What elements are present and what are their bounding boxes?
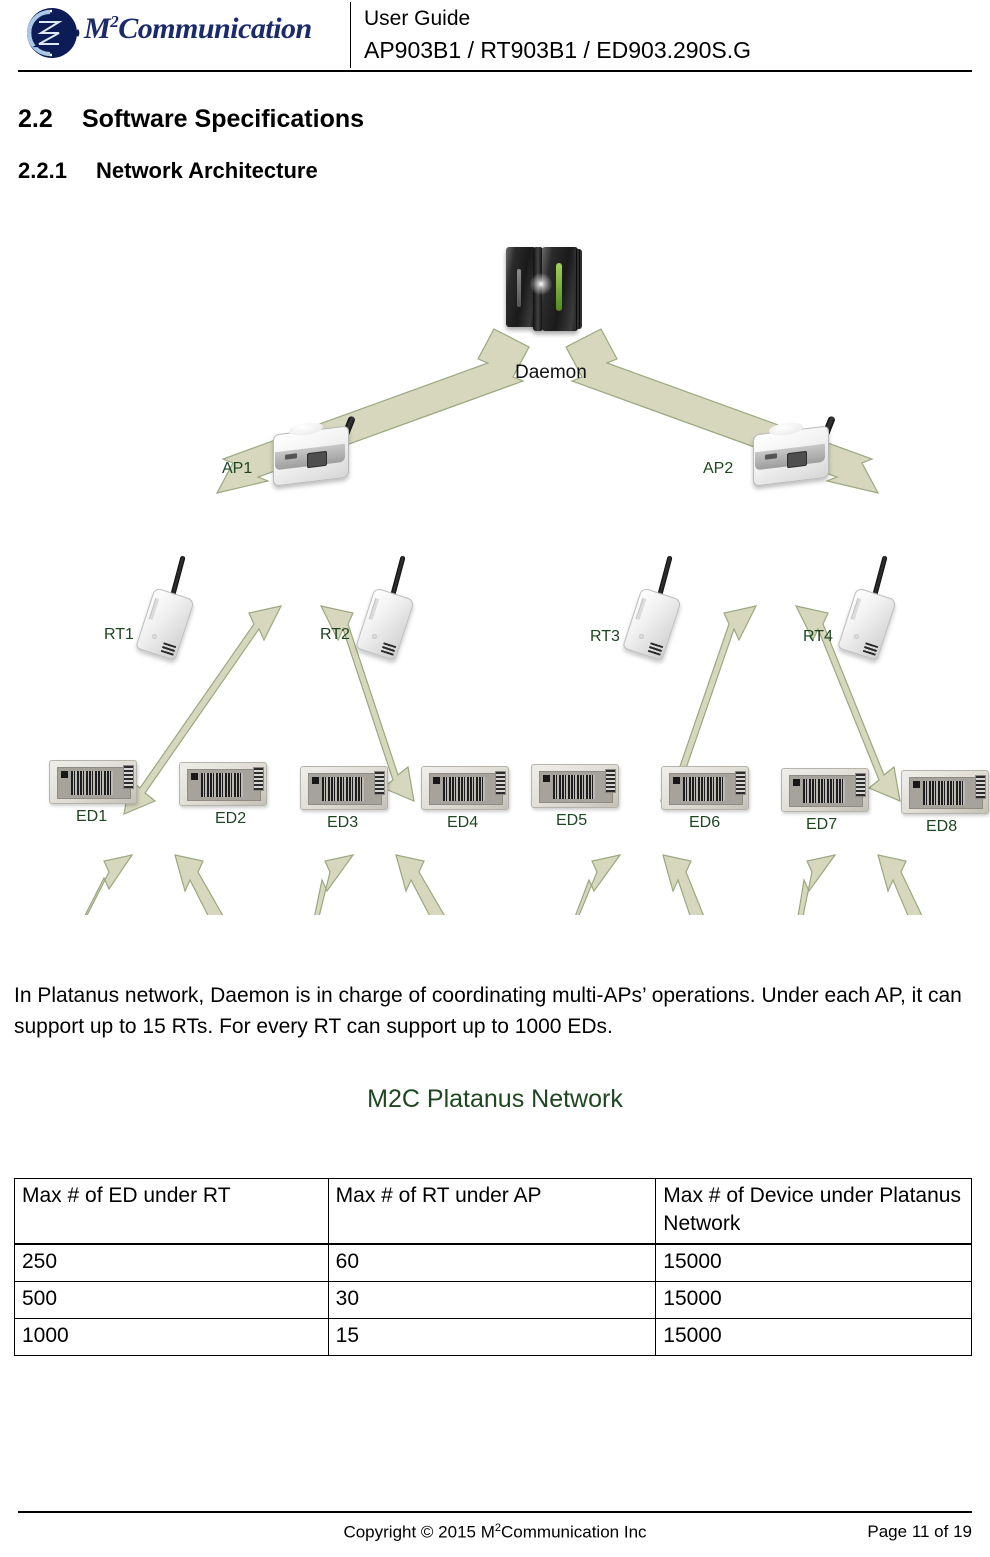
table-cell: 1000 [14, 1318, 329, 1356]
table-row: 500 30 15000 [14, 1281, 972, 1319]
subsection-title: Network Architecture [96, 158, 318, 183]
table-cell: 15000 [655, 1318, 972, 1356]
ed8-label: ED8 [926, 818, 958, 835]
arrow-ap1-rt1 [123, 605, 283, 815]
table-header-row: Max # of ED under RT Max # of RT under A… [14, 1178, 972, 1245]
header-vertical-divider [350, 2, 351, 68]
copyright-notice: Copyright © 2015 M2Communication Inc [18, 1522, 972, 1543]
rt4-label: RT4 [803, 628, 833, 645]
ed6-device-icon [661, 766, 749, 810]
rt3-label: RT3 [590, 628, 620, 645]
body-paragraph: In Platanus network, Daemon is in charge… [14, 984, 962, 1038]
logo-wordmark-prefix: M [84, 12, 111, 45]
rt1-label: RT1 [104, 626, 134, 643]
company-logo: M2Communication [18, 2, 328, 64]
ap2-label: AP2 [703, 460, 734, 477]
arrow-ap2-rt4 [794, 605, 901, 802]
table-cell: 30 [327, 1281, 657, 1319]
copyright-prefix: Copyright © 2015 M [343, 1522, 495, 1542]
ed3-device-icon [300, 766, 388, 810]
arrow-rt4-ed8 [877, 854, 923, 915]
table-cell: 60 [327, 1243, 657, 1282]
ed4-device-icon [421, 766, 509, 810]
ap1-label: AP1 [222, 460, 253, 477]
table-row: 250 60 15000 [14, 1243, 972, 1282]
table-header-cell: Max # of Device under Platanus Network [655, 1178, 972, 1245]
section-number: 2.2 [18, 105, 53, 133]
table-cell: 250 [14, 1243, 329, 1282]
daemon-label: Daemon [515, 362, 587, 383]
ed5-device-icon [531, 764, 619, 808]
arrow-ap1-rt2 [319, 605, 415, 802]
table-header-cell: Max # of ED under RT [14, 1178, 329, 1245]
table-cell: 500 [14, 1281, 329, 1319]
rt2-label: RT2 [320, 626, 350, 643]
arrow-rt4-ed7 [797, 854, 837, 915]
arrow-rt3-ed6 [662, 854, 704, 915]
network-architecture-diagram: Daemon AP1 AP2 RT1 RT2 [0, 215, 990, 1113]
capacity-table: Max # of ED under RT Max # of RT under A… [14, 1178, 972, 1356]
header-rule [18, 70, 972, 72]
ed3-label: ED3 [327, 814, 359, 831]
diagram-caption: M2C Platanus Network [367, 1085, 623, 1113]
table-header-cell: Max # of RT under AP [327, 1178, 657, 1245]
table-cell: 15 [327, 1318, 657, 1356]
ed7-device-icon [781, 768, 869, 812]
section-heading: 2.2 Software Specifications [18, 105, 364, 134]
document-type: User Guide [364, 7, 471, 30]
section-title: Software Specifications [82, 105, 365, 133]
header-title-block: User Guide AP903B1 / RT903B1 / ED903.290… [364, 4, 964, 66]
rt2-device-icon [355, 555, 428, 680]
arrow-rt3-ed5 [575, 854, 622, 915]
subsection-number: 2.2.1 [18, 158, 67, 183]
footer-rule [18, 1511, 972, 1513]
ap2-device-icon [753, 415, 863, 488]
rt1-device-icon [135, 555, 208, 680]
arrow-rt1-ed1 [84, 854, 134, 915]
copyright-suffix: Communication Inc [501, 1522, 647, 1542]
ed1-label: ED1 [76, 808, 108, 825]
logo-wordmark-suffix: Communication [118, 12, 312, 45]
page-footer: Copyright © 2015 M2Communication Inc Pag… [18, 1518, 972, 1548]
subsection-heading: 2.2.1 Network Architecture [18, 158, 318, 184]
document-models: AP903B1 / RT903B1 / ED903.290S.G [364, 37, 751, 63]
rt4-device-icon [837, 555, 910, 680]
ed2-label: ED2 [215, 810, 247, 827]
page-header: M2Communication User Guide AP903B1 / RT9… [18, 2, 972, 70]
ed6-label: ED6 [689, 814, 721, 831]
arrow-rt2-ed3 [314, 854, 355, 915]
ed4-label: ED4 [447, 814, 479, 831]
m2c-logo-icon [27, 8, 80, 58]
table-cell: 15000 [655, 1243, 972, 1282]
page-number: Page 11 of 19 [867, 1522, 972, 1541]
arrow-rt2-ed4 [395, 854, 445, 915]
ed7-label: ED7 [806, 816, 838, 833]
logo-wordmark-superscript: 2 [110, 12, 119, 31]
ed1-device-icon [49, 760, 137, 804]
ap1-device-icon [273, 415, 383, 488]
rt3-device-icon [622, 555, 695, 680]
arrow-rt1-ed2 [174, 854, 224, 915]
copyright-superscript: 2 [494, 1522, 502, 1534]
daemon-server-icon [506, 247, 582, 331]
logo-wordmark: M2Communication [84, 12, 312, 46]
ed8-device-icon [901, 770, 989, 814]
table-cell: 15000 [655, 1281, 972, 1319]
ed5-label: ED5 [556, 812, 588, 829]
table-row: 1000 15 15000 [14, 1318, 972, 1356]
ed2-device-icon [179, 762, 267, 806]
